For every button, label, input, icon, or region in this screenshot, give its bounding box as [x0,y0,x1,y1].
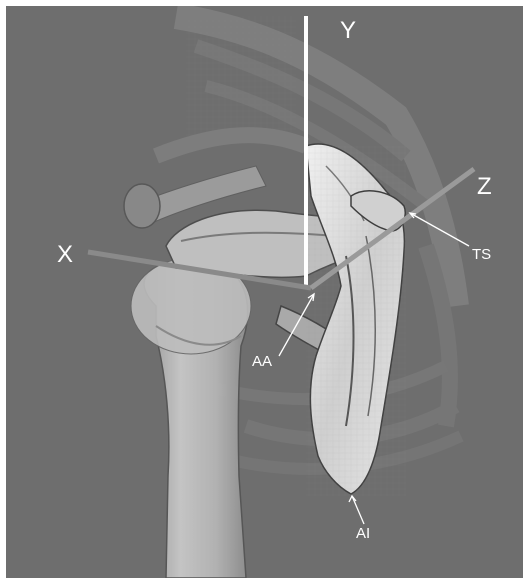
humerus [131,258,251,578]
z-axis-label: Z [477,175,492,199]
ct-render-viewport: Y X Z TS AA AI [6,6,523,578]
shoulder-ct-scene [6,6,523,578]
y-axis-label: Y [340,19,356,43]
ts-landmark-label: TS [472,247,491,262]
ai-landmark-label: AI [356,526,370,541]
x-axis-label: X [57,243,73,267]
ai-arrow [352,496,364,524]
aa-landmark-label: AA [252,354,272,369]
